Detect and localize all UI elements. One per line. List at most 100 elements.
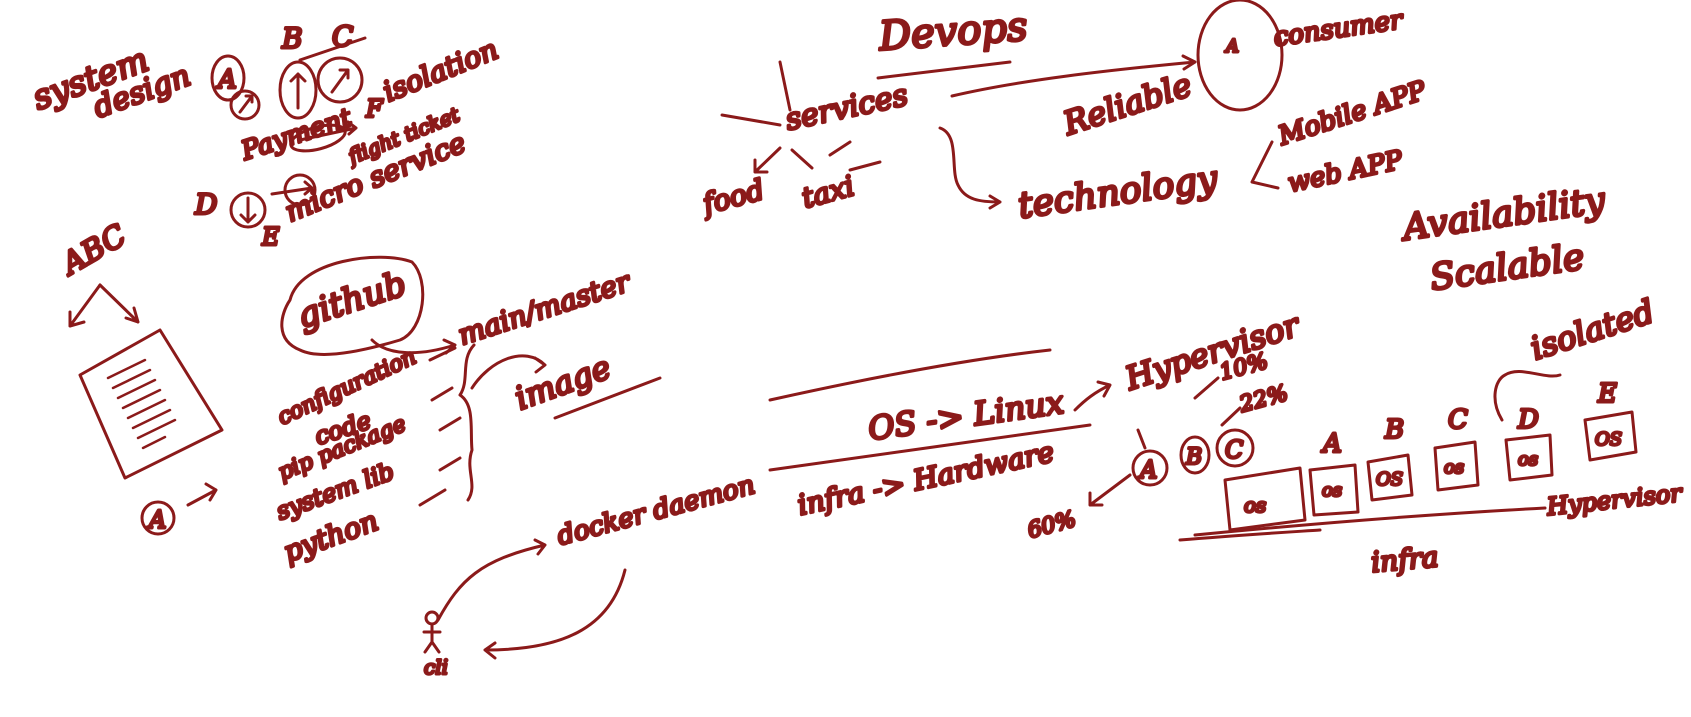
connector-line [298,36,367,62]
consumer-label: consumer [1272,5,1406,53]
vm-box-5-os: OS [1595,429,1622,450]
docker-group: docker daemon cli [422,469,760,681]
vm-box-4-os: os [1518,449,1538,470]
service-a-label: A [216,65,237,95]
a-arrow [186,482,218,507]
user-body-icon [422,622,442,654]
repo-dashes [418,346,462,507]
mobile-app-label: Mobile APP [1274,76,1430,152]
vm-box-2-os: OS [1376,469,1403,490]
document-lines [106,358,177,450]
abc-arrow-left [68,283,102,328]
isolated-label: isolated [1526,292,1659,368]
abc-document-group: ABC A [52,216,224,536]
isolation-label: isolation [378,33,502,109]
services-rays [720,60,882,172]
vm-box-1-os: os [1322,480,1342,501]
service-a-circle [210,54,246,102]
top-stack-line [768,348,1052,402]
availability-group: Availability Scalable [1396,178,1610,300]
cli-label: cli [424,655,448,679]
services-label: services [782,78,911,138]
abc-label: ABC [54,218,132,283]
e-label: E [261,223,280,251]
vm-box-3-os: os [1444,457,1464,478]
food-arrow [753,146,782,174]
payment-arrow [298,120,358,142]
web-app-label: web APP [1285,145,1406,199]
vm-box-3-letter: C [1448,405,1468,435]
infra-line [1178,528,1322,542]
vm-box-2-letter: B [1384,415,1404,445]
vm-box-5 [1583,410,1638,462]
system-design-cluster: system design A B C isolation Payment F … [26,19,504,253]
vm-b-label: B [1185,445,1202,470]
consumer-circle [1196,0,1284,112]
vm-box-1-letter: A [1321,429,1342,459]
vm-box-1 [1308,463,1360,517]
vm-box-5-letter: E [1597,379,1617,409]
vm-box-2 [1366,453,1414,502]
technology-fork [1250,140,1280,190]
devops-group: Devops services food taxi Reliable A con… [696,0,1432,228]
docker-daemon-label: docker daemon [554,470,758,552]
node-circle-e [283,173,317,207]
pct-60-label: 60% [1025,507,1079,544]
d-label: D [194,188,217,221]
mid-stack-line [768,423,1092,472]
node-circle-1 [229,89,261,121]
node-circle-3 [316,56,364,104]
isolated-bracket [1493,369,1562,422]
technology-label: technology [1016,158,1221,227]
infra-label: infra [1370,540,1440,579]
scalable-label: Scalable [1428,237,1587,299]
node-arrow-3 [330,68,350,94]
document-icon [78,328,224,480]
daemon-to-user-arrow [483,568,627,660]
github-to-main-arrow [370,338,457,355]
vm-a-label: A [1138,456,1157,484]
consumer-glyph: A [1224,36,1239,57]
pct-arrows [1136,376,1242,450]
node-arrow-2 [289,72,307,110]
node-circle-2 [278,60,318,120]
repo-brace [458,343,476,502]
github-bubble [280,255,425,356]
taxi-label: taxi [798,169,857,215]
vm-c-label: C [1225,436,1243,464]
node-arrow-d [239,196,257,224]
linux-to-hypervisor-arrow [1073,380,1112,412]
service-b-label: B [281,22,303,55]
a-circle-bottom [140,500,176,536]
vm-box-0-os: os [1244,493,1266,517]
pct-60-arrow [1088,473,1132,507]
node-circle-d [229,191,267,229]
node-arrow-1 [238,94,254,114]
node-arrow-e [270,180,314,196]
image-arrow [470,354,547,390]
image-underline [553,376,662,420]
vm-b-circle [1179,435,1211,475]
vm-c-circle [1215,428,1255,468]
f-label: F [365,95,384,123]
technology-arrow [938,126,1002,210]
user-head [424,610,440,626]
vm-box-4 [1504,433,1554,482]
vm-box-3 [1433,440,1480,492]
hypervisor-bottom-label: Hypervisor [1545,479,1685,521]
vm-box-4-letter: D [1517,405,1539,435]
devops-underline [876,60,1012,80]
devops-title: Devops [876,4,1028,60]
reliable-label: Reliable [1058,66,1196,143]
vm-box-0 [1223,466,1307,532]
main-master-label: main/master [454,265,635,352]
hypervisor-line [1193,506,1547,537]
food-label: food [697,173,767,221]
user-to-daemon-arrow [436,538,547,622]
a-circle-bottom-label: A [147,506,166,534]
image-label: image [510,348,616,418]
vm-a-circle [1131,449,1169,487]
abc-arrow-right [98,283,140,324]
services-to-consumer-arrow [950,54,1197,98]
